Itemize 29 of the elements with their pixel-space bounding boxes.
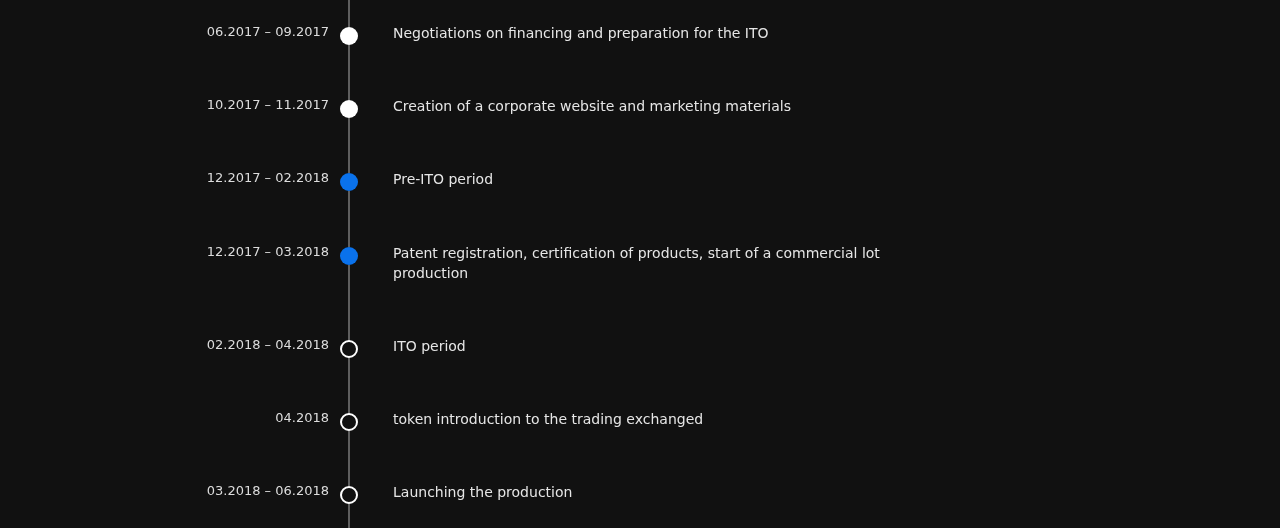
- date-label: 02.2018 – 04.2018: [206, 336, 329, 354]
- milestone-text: Patent registration, certification of products, start of a commercial lot production: [393, 244, 881, 283]
- milestone-dot: [340, 247, 358, 265]
- timeline-line: [348, 0, 350, 28]
- milestone-text: Launching the production: [393, 483, 573, 502]
- date-label: 06.2017 – 09.2017: [206, 23, 329, 41]
- milestone-dot: [340, 27, 358, 45]
- date-label: 03.2018 – 06.2018: [206, 482, 329, 500]
- milestone-ring: [340, 413, 358, 431]
- timeline-line: [348, 430, 350, 487]
- milestone-text: Creation of a corporate website and marketing materials: [393, 97, 791, 116]
- date-label: 04.2018: [275, 409, 329, 427]
- milestone-dot: [340, 173, 358, 191]
- timeline-line: [348, 264, 350, 341]
- timeline-line: [348, 190, 350, 248]
- date-label: 12.2017 – 03.2018: [206, 243, 329, 261]
- milestone-ring: [340, 486, 358, 504]
- milestone-dot: [340, 100, 358, 118]
- milestone-text: token introduction to the trading exchanged: [393, 410, 704, 429]
- date-label: 10.2017 – 11.2017: [206, 96, 329, 114]
- timeline-line: [348, 117, 350, 174]
- timeline-line: [348, 44, 350, 101]
- timeline-line: [348, 357, 350, 414]
- date-label: 12.2017 – 02.2018: [206, 169, 329, 187]
- milestone-ring: [340, 340, 358, 358]
- milestone-text: ITO period: [393, 337, 466, 356]
- milestone-text: Negotiations on financing and preparation for the ITO: [393, 24, 769, 43]
- milestone-text: Pre-ITO period: [393, 170, 494, 189]
- timeline-line: [348, 503, 350, 528]
